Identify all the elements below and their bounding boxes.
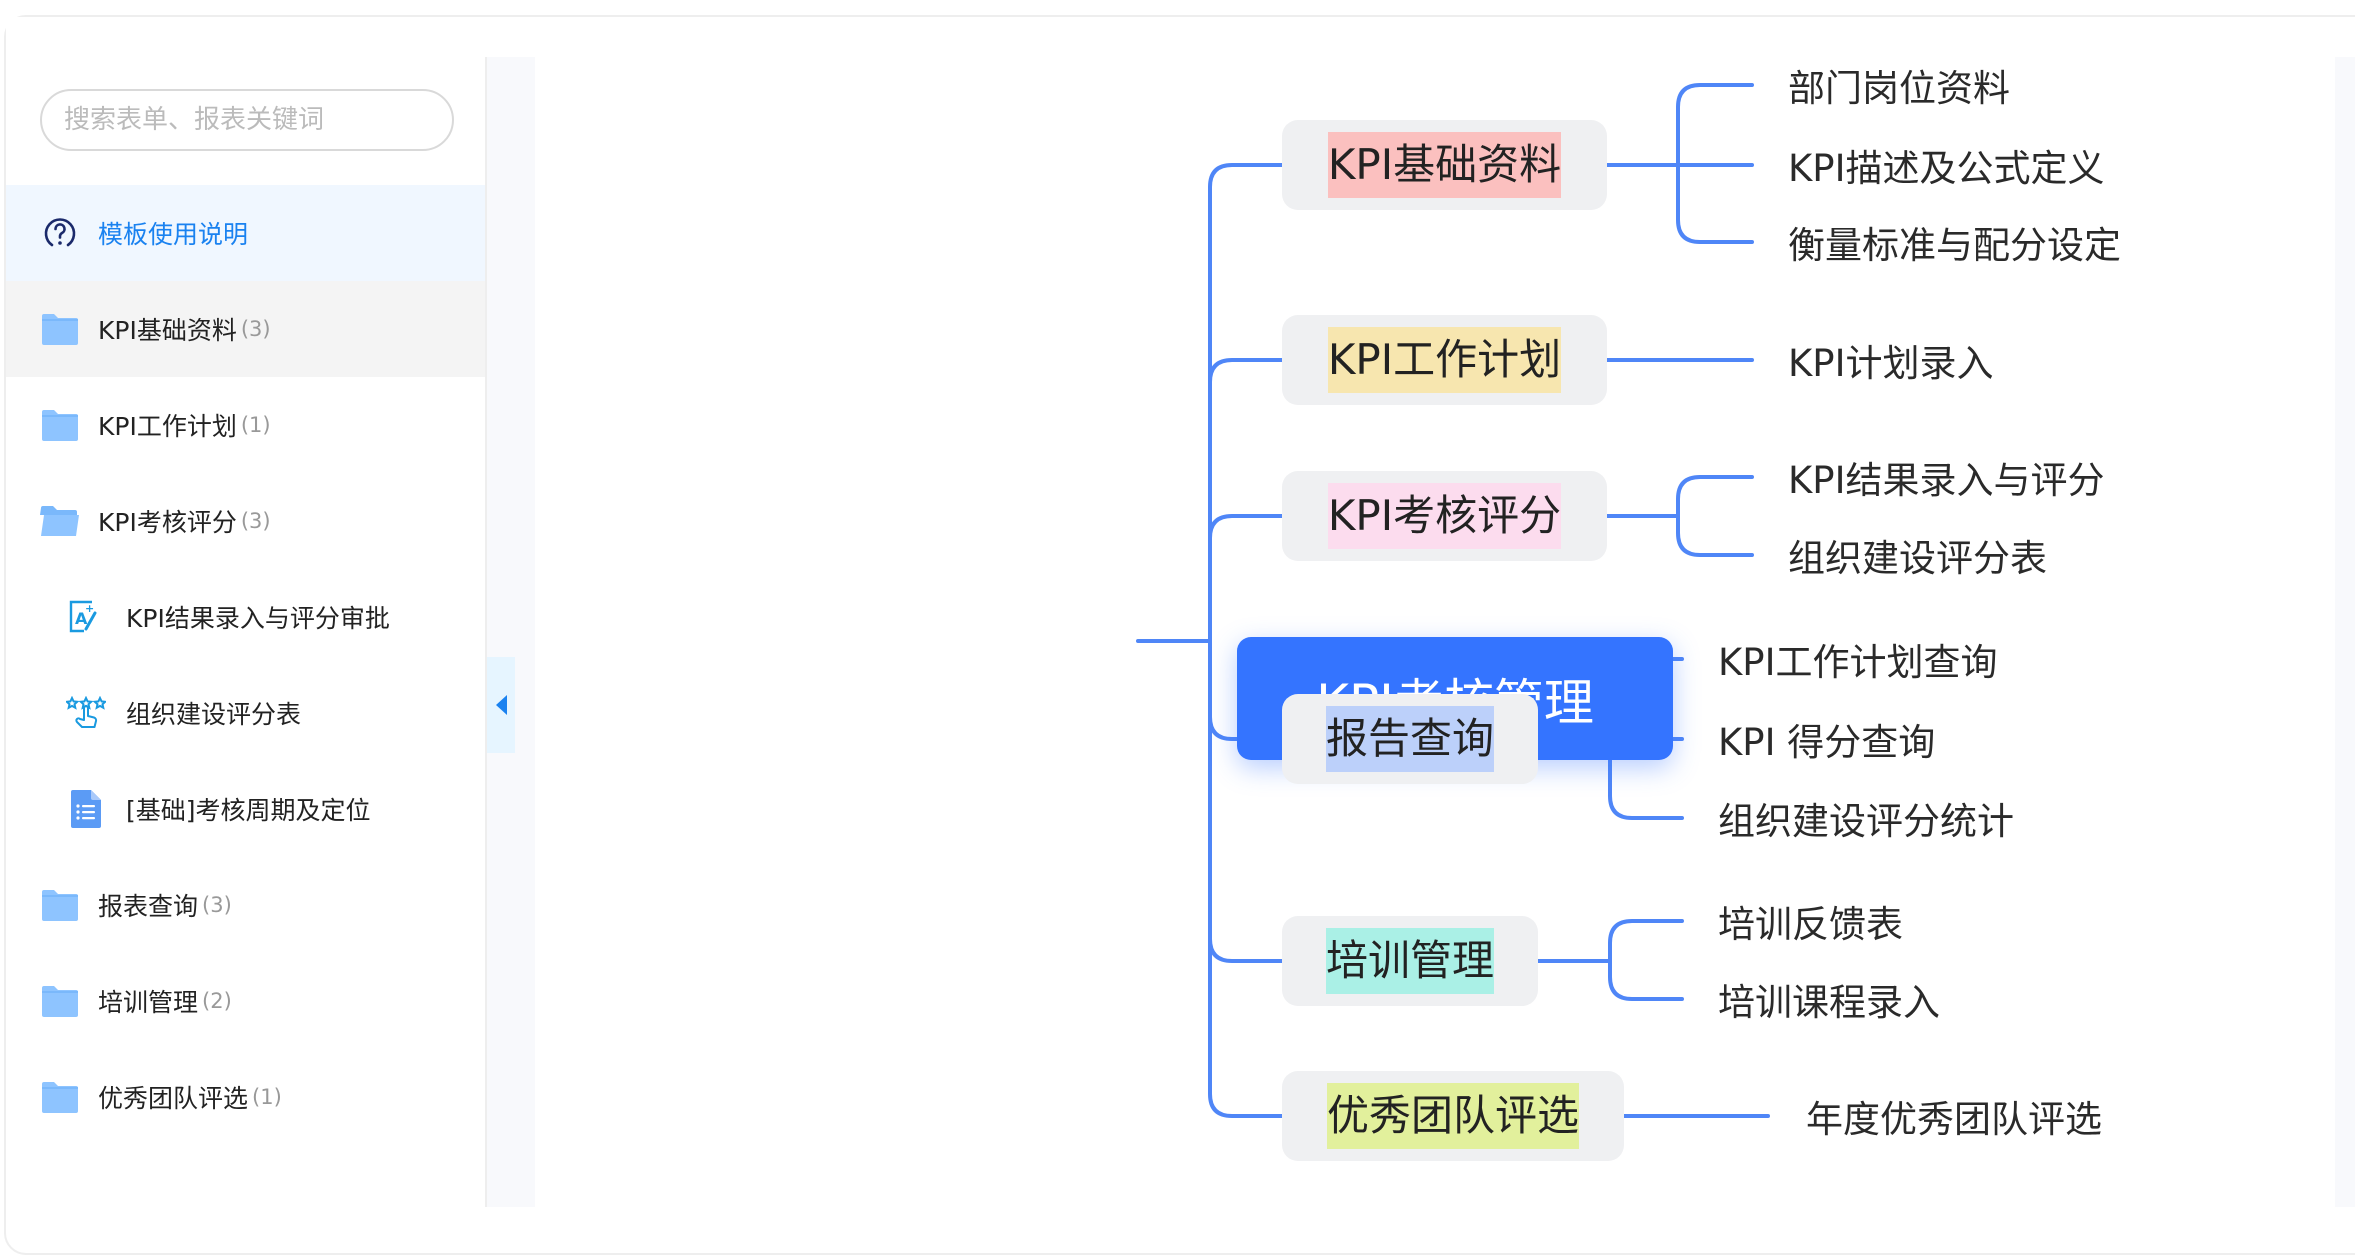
leaf-connector <box>1608 737 1684 820</box>
sidebar-item-label: [基础]考核周期及定位 <box>126 796 371 825</box>
branch-node-label: KPI工作计划 <box>1327 327 1562 393</box>
branch-connector <box>1208 639 1284 1118</box>
sidebar-item-label: 组织建设评分表 <box>126 700 302 729</box>
caret-left-icon <box>495 695 507 715</box>
branch-connector <box>1208 358 1284 643</box>
branch-connector <box>1208 514 1284 643</box>
item-count-badge: (3) <box>202 893 232 917</box>
branch-node-label: 优秀团队评选 <box>1326 1083 1579 1149</box>
mindmap-branch-node[interactable]: 报告查询 <box>1282 694 1538 784</box>
sidebar: 模板使用说明KPI基础资料(3)KPI工作计划(1)KPI考核评分(3)A+KP… <box>6 17 485 1207</box>
leaf-connector <box>1676 514 1754 557</box>
leaf-connector <box>1676 475 1754 518</box>
mindmap-leaf-node[interactable]: KPI计划录入 <box>1788 342 1994 385</box>
branch-node-label: KPI基础资料 <box>1327 132 1562 198</box>
sidebar-divider <box>485 57 535 1207</box>
item-count-badge: (1) <box>240 413 271 437</box>
mindmap-branch-node[interactable]: 培训管理 <box>1282 916 1538 1006</box>
sidebar-item-folder[interactable]: 优秀团队评选(1) <box>6 1049 485 1145</box>
sidebar-item-label: KPI基础资料 <box>98 316 237 345</box>
sidebar-item-folder[interactable]: KPI工作计划(1) <box>6 377 485 473</box>
mindmap-leaf-node[interactable]: 年度优秀团队评选 <box>1806 1098 2102 1141</box>
sidebar-item-form[interactable]: [基础]考核周期及定位 <box>6 761 485 857</box>
leaf-connector <box>1676 83 1754 167</box>
mindmap-branch-node[interactable]: KPI考核评分 <box>1282 471 1607 561</box>
sidebar-item-folder[interactable]: 培训管理(2) <box>6 953 485 1049</box>
folder-icon <box>40 885 80 925</box>
mindmap-branch-node[interactable]: KPI工作计划 <box>1282 315 1607 405</box>
list-document-icon <box>66 789 106 829</box>
leaf-connector <box>1608 959 1684 1001</box>
mindmap-canvas: KPI考核管理 KPI基础资料部门岗位资料KPI描述及公式定义衡量标准与配分设定… <box>535 57 2335 1207</box>
branch-node-label: 培训管理 <box>1325 928 1494 994</box>
mindmap-connectors <box>1136 83 1770 1118</box>
mindmap-branch-node[interactable]: 优秀团队评选 <box>1282 1071 1624 1161</box>
mindmap-leaf-node[interactable]: 组织建设评分统计 <box>1718 800 2014 843</box>
folder-open-icon <box>40 501 80 541</box>
sidebar-item-folder[interactable]: 报表查询(3) <box>6 857 485 953</box>
branch-node-label: KPI考核评分 <box>1327 483 1562 549</box>
item-count-badge: (3) <box>240 509 271 533</box>
folder-icon <box>40 981 80 1021</box>
mindmap-leaf-node[interactable]: KPI结果录入与评分 <box>1788 459 2105 502</box>
svg-text:+: + <box>85 602 94 615</box>
leaf-connector <box>1676 163 1754 244</box>
sidebar-item-label: 优秀团队评选 <box>98 1084 249 1113</box>
sidebar-item-label: KPI工作计划 <box>98 412 237 441</box>
folder-icon <box>40 309 80 349</box>
sidebar-item-label: KPI结果录入与评分审批 <box>126 604 390 633</box>
sidebar-item-label: KPI考核评分 <box>98 508 237 537</box>
branch-connector <box>1208 163 1284 643</box>
branch-node-label: 报告查询 <box>1325 706 1494 772</box>
sidebar-item-folder[interactable]: KPI基础资料(3) <box>6 281 485 377</box>
star-rating-icon <box>66 693 106 733</box>
help-circle-icon <box>40 213 80 253</box>
item-count-badge: (3) <box>240 317 271 341</box>
sidebar-item-folder[interactable]: KPI考核评分(3) <box>6 473 485 569</box>
mindmap-branch-node[interactable]: KPI基础资料 <box>1282 120 1607 210</box>
leaf-connector <box>1608 919 1684 963</box>
mindmap-leaf-node[interactable]: 组织建设评分表 <box>1788 537 2047 580</box>
folder-icon <box>40 1077 80 1117</box>
mindmap-leaf-node[interactable]: KPI描述及公式定义 <box>1788 147 2105 190</box>
vertical-scrollbar[interactable] <box>2335 57 2355 1207</box>
svg-text:A: A <box>75 609 88 628</box>
sidebar-item-form[interactable]: 组织建设评分表 <box>6 665 485 761</box>
mindmap-leaf-node[interactable]: 部门岗位资料 <box>1788 67 2010 110</box>
sidebar-item-help[interactable]: 模板使用说明 <box>6 185 485 281</box>
folder-icon <box>40 405 80 445</box>
sidebar-item-label: 模板使用说明 <box>98 220 249 249</box>
mindmap-leaf-node[interactable]: KPI 得分查询 <box>1718 721 1936 764</box>
mindmap-leaf-node[interactable]: 培训课程录入 <box>1718 981 1940 1024</box>
sidebar-item-label: 培训管理 <box>98 988 199 1017</box>
item-count-badge: (2) <box>202 989 232 1013</box>
sidebar-item-label: 报表查询 <box>98 892 199 921</box>
search-input[interactable] <box>40 89 454 151</box>
mindmap-leaf-node[interactable]: 培训反馈表 <box>1718 903 1903 946</box>
mindmap-leaf-node[interactable]: KPI工作计划查询 <box>1718 641 1998 684</box>
mindmap-leaf-node[interactable]: 衡量标准与配分设定 <box>1788 224 2121 267</box>
item-count-badge: (1) <box>252 1085 282 1109</box>
grade-edit-icon: A+ <box>66 597 106 637</box>
sidebar-item-form[interactable]: A+ KPI结果录入与评分审批 <box>6 569 485 665</box>
collapse-sidebar-button[interactable] <box>487 657 515 753</box>
